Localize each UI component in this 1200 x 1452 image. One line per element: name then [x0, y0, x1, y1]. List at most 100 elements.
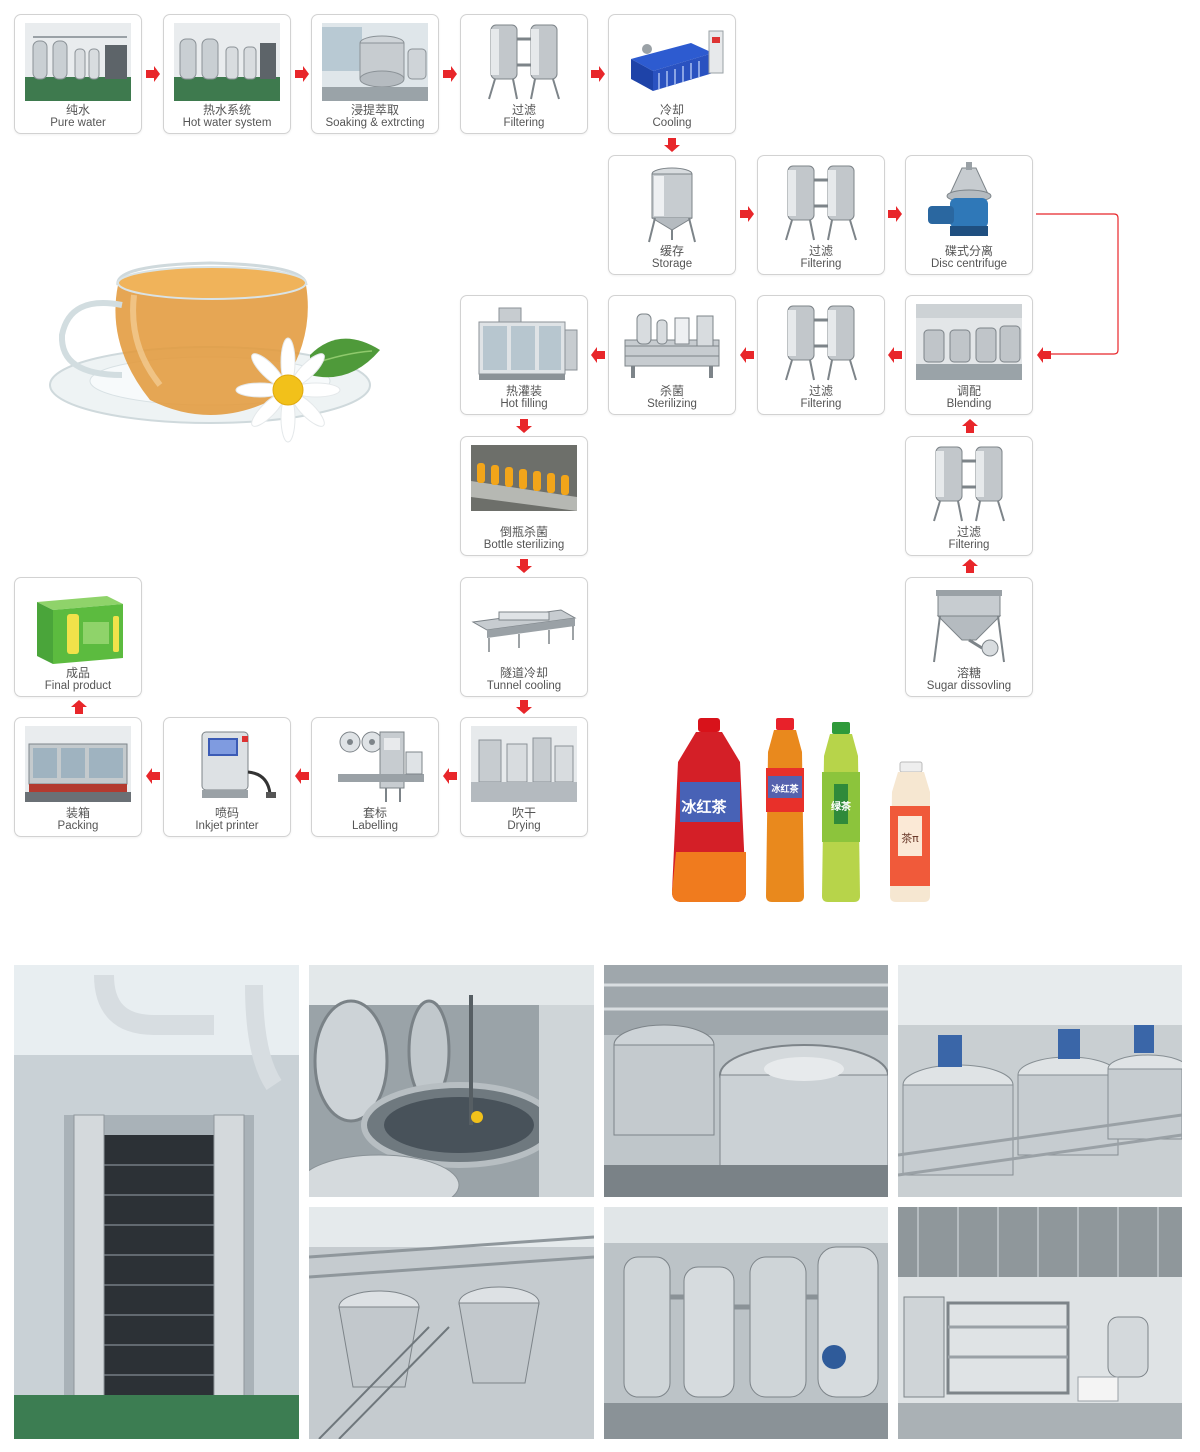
step-label-en: Labelling [351, 820, 399, 832]
evaporator-photo [604, 1207, 888, 1439]
step-label-zh: 碟式分离 [944, 244, 993, 258]
step-tunnel-cooling: 隧道冷却 Tunnel cooling [460, 577, 588, 697]
step-filtering-2: 过滤 Filtering [757, 155, 885, 275]
flow-arrow-up [71, 699, 87, 715]
step-cooling: 冷却 Cooling [608, 14, 736, 134]
tunnel-conveyor-icon [469, 582, 579, 666]
twin-filter-icon [914, 441, 1024, 525]
step-hot-water: 热水系统 Hot water system [163, 14, 291, 134]
flow-arrow-right [590, 66, 606, 82]
twin-filter-icon [766, 160, 876, 244]
step-label-en: Filtering [800, 258, 842, 270]
step-label-zh: 装箱 [65, 806, 90, 820]
flow-arrow-right [442, 66, 458, 82]
flow-arrow-left [145, 768, 161, 784]
step-label-en: Filtering [948, 539, 990, 551]
inkjet-printer-icon [172, 722, 282, 806]
storage-tank-icon [617, 160, 727, 244]
flow-arrow-left [442, 768, 458, 784]
step-blending: 调配 Blending [905, 295, 1033, 415]
step-label-zh: 成品 [65, 666, 90, 680]
step-label-zh: 过滤 [956, 525, 981, 539]
step-label-zh: 隧道冷却 [499, 666, 548, 680]
step-bottle-sterilizing: 倒瓶杀菌 Bottle sterilizing [460, 436, 588, 556]
step-drying: 吹干 Drying [460, 717, 588, 837]
step-label-en: Filtering [800, 398, 842, 410]
bottle-conveyor-icon [469, 441, 579, 525]
bottle-label-3: 绿茶 [831, 800, 852, 813]
plate-heat-exchanger-photo [14, 965, 299, 1439]
step-final-product: 成品 Final product [14, 577, 142, 697]
step-label-en: Drying [507, 820, 541, 832]
step-label-en: Filtering [503, 117, 545, 129]
step-sugar-dissolving: 溶糖 Sugar dissovling [905, 577, 1033, 697]
flow-arrow-right [887, 206, 903, 222]
step-pure-water: 纯水 Pure water [14, 14, 142, 134]
step-label-zh: 杀菌 [659, 384, 684, 398]
step-label-zh: 缓存 [659, 244, 684, 258]
sleeve-labeller-icon [320, 722, 430, 806]
flow-arrow-right [739, 206, 755, 222]
water-plant-icon [23, 19, 133, 103]
step-label-zh: 过滤 [808, 384, 833, 398]
product-box-icon [23, 582, 133, 666]
flow-arrow-right [294, 66, 310, 82]
blending-tanks-icon [914, 300, 1024, 384]
step-packing: 装箱 Packing [14, 717, 142, 837]
step-label-zh: 浸提萃取 [350, 103, 399, 117]
step-label-en: Sugar dissovling [926, 680, 1012, 692]
flow-arrow-left [590, 347, 606, 363]
uht-sterilizer-photo [898, 1207, 1182, 1439]
bottle-label-1: 冰红茶 [681, 798, 727, 816]
step-filtering-3: 过滤 Filtering [757, 295, 885, 415]
flow-arrow-left [739, 347, 755, 363]
bottle-label-2: 冰红茶 [771, 783, 799, 795]
sterilizer-icon [617, 300, 727, 384]
step-label-en: Sterilizing [647, 398, 697, 410]
flow-arrow-right [145, 66, 161, 82]
plate-cooler-icon [617, 19, 727, 103]
step-inkjet: 喷码 Inkjet printer [163, 717, 291, 837]
flow-arrow-left [887, 347, 903, 363]
step-label-zh: 吹干 [511, 806, 536, 820]
jacketed-kettles-photo [604, 965, 888, 1197]
flow-arrow-down [516, 558, 532, 574]
flow-arrow-up [962, 418, 978, 434]
centrifuge-icon [914, 160, 1024, 244]
flow-connector-line [1034, 210, 1124, 360]
tea-bottles-illustration: 冰红茶 冰红茶 绿茶 茶π [662, 712, 948, 908]
step-label-en: Disc centrifuge [930, 258, 1008, 270]
step-label-en: Pure water [50, 117, 106, 129]
dryer-icon [469, 722, 579, 806]
twin-filter-icon [469, 19, 579, 103]
step-label-zh: 倒瓶杀菌 [499, 525, 548, 539]
step-label-zh: 调配 [956, 384, 981, 398]
flow-arrow-down [516, 418, 532, 434]
hot-water-plant-icon [172, 19, 282, 103]
bottle-label-4: 茶π [901, 832, 919, 845]
mixing-tanks-photo [898, 965, 1182, 1197]
flow-arrow-down [516, 699, 532, 715]
step-label-en: Tunnel cooling [486, 680, 562, 692]
extraction-tank-icon [320, 19, 430, 103]
flow-arrow-up [962, 558, 978, 574]
step-label-en: Cooling [652, 117, 692, 129]
step-sterilizing: 杀菌 Sterilizing [608, 295, 736, 415]
step-hot-filling: 热灌装 Hot filling [460, 295, 588, 415]
extraction-tanks-photo [309, 965, 594, 1197]
step-filtering-4: 过滤 Filtering [905, 436, 1033, 556]
step-label-zh: 喷码 [214, 806, 239, 820]
step-label-zh: 冷却 [659, 103, 684, 117]
step-label-zh: 热灌装 [505, 384, 542, 398]
step-disc-centrifuge: 碟式分离 Disc centrifuge [905, 155, 1033, 275]
platform-tanks-photo [309, 1207, 594, 1439]
packing-machine-icon [23, 722, 133, 806]
step-label-en: Hot filling [500, 398, 548, 410]
step-label-zh: 溶糖 [956, 666, 981, 680]
step-label-en: Final product [44, 680, 112, 692]
step-label-zh: 纯水 [65, 103, 90, 117]
sugar-tank-icon [914, 582, 1024, 666]
tea-cup-illustration [10, 225, 410, 460]
step-label-zh: 热水系统 [202, 103, 251, 117]
step-label-en: Soaking & extrcting [325, 117, 425, 129]
